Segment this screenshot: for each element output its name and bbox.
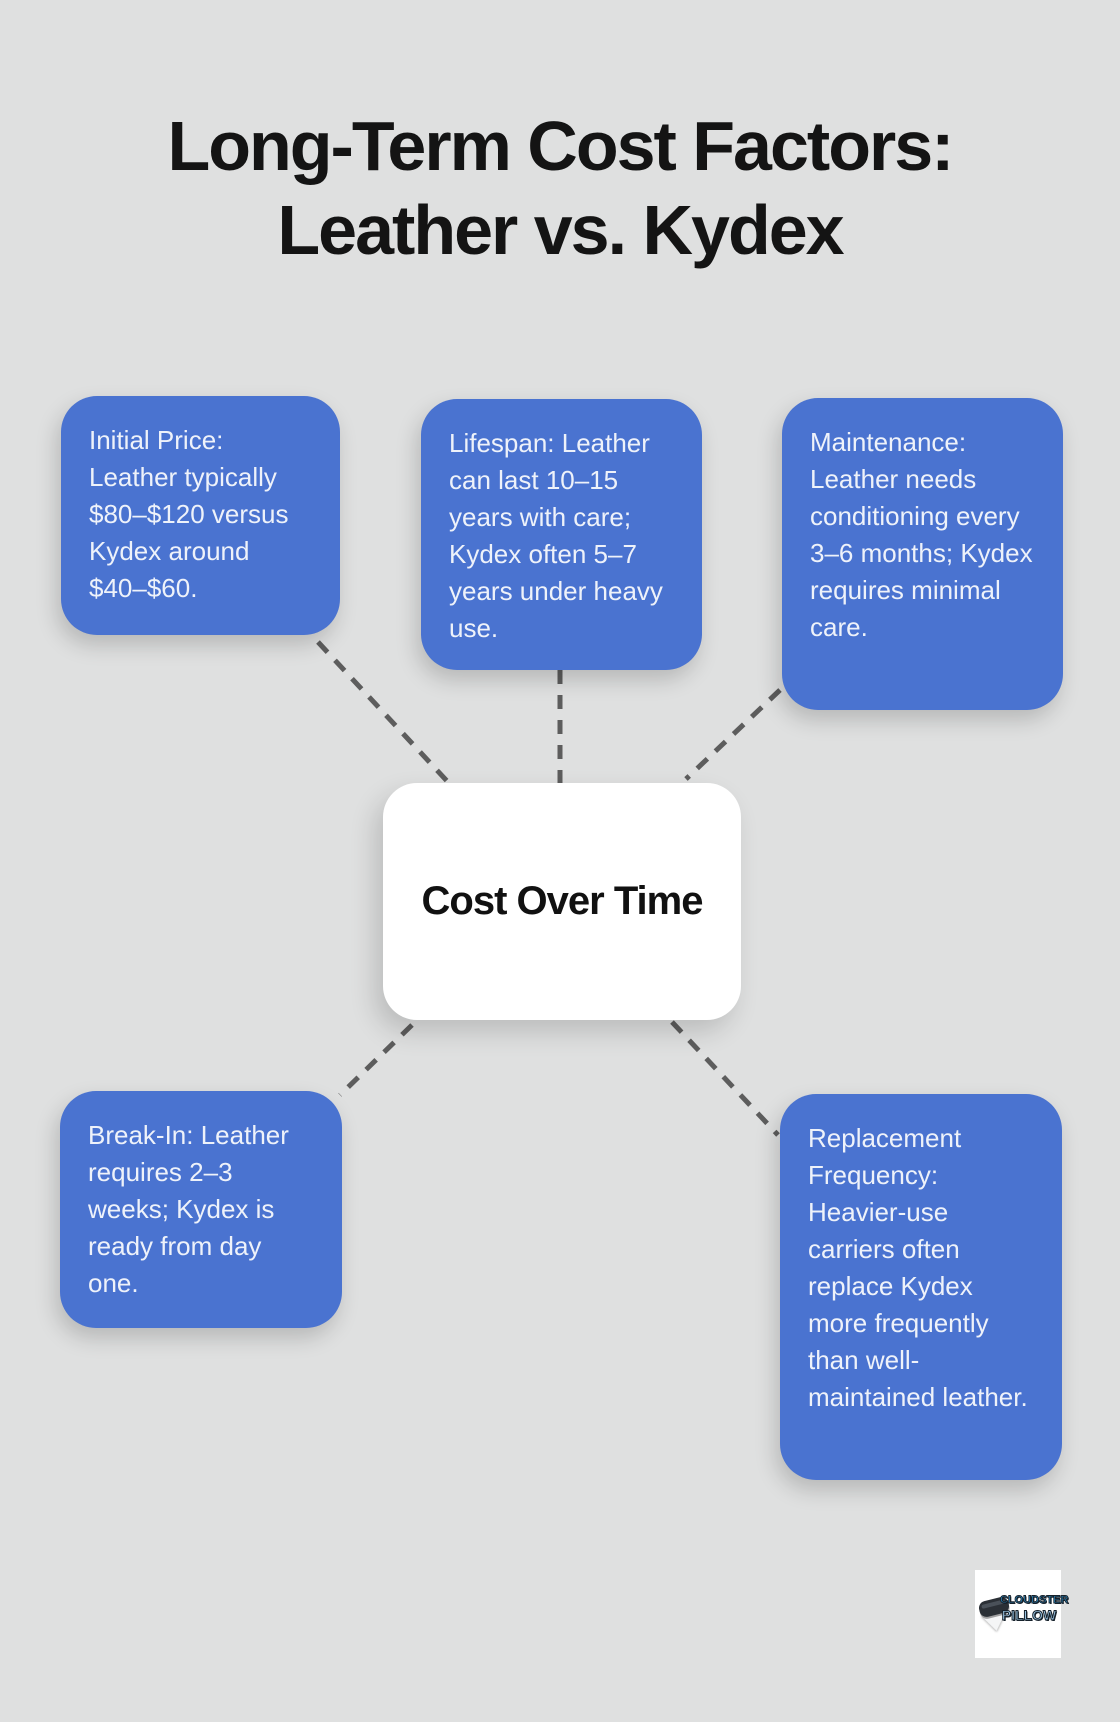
factor-card-initial-price: Initial Price: Leather typically $80–$12… <box>61 396 340 635</box>
factor-card-maintenance: Maintenance: Leather needs conditioning … <box>782 398 1063 710</box>
page-title-line2: Leather vs. Kydex <box>277 191 844 269</box>
brand-logo: CLOUDSTER PILLOW <box>975 1570 1069 1658</box>
brand-logo-inner: CLOUDSTER PILLOW <box>977 1593 1069 1635</box>
connector-maintenance <box>684 688 782 781</box>
factor-card-maintenance-text: Maintenance: Leather needs conditioning … <box>810 427 1033 642</box>
factor-card-break-in: Break-In: Leather requires 2–3 weeks; Ky… <box>60 1091 342 1328</box>
connector-break-in <box>338 1023 414 1097</box>
connector-initial-price <box>316 640 449 783</box>
connector-replacement-frequency <box>670 1020 780 1137</box>
brand-name-line1: CLOUDSTER <box>1000 1594 1069 1606</box>
center-node-label: Cost Over Time <box>421 879 704 923</box>
page-title-line1: Long-Term Cost Factors: <box>167 107 955 185</box>
brand-name-line2: PILLOW <box>1001 1607 1057 1623</box>
factor-card-lifespan: Lifespan: Leather can last 10–15 years w… <box>421 399 702 670</box>
factor-card-lifespan-text: Lifespan: Leather can last 10–15 years w… <box>449 428 663 643</box>
factor-card-replacement-frequency-text: Replacement Frequency: Heavier-use carri… <box>808 1123 1028 1412</box>
factor-card-replacement-frequency: Replacement Frequency: Heavier-use carri… <box>780 1094 1062 1480</box>
factor-card-break-in-text: Break-In: Leather requires 2–3 weeks; Ky… <box>88 1120 289 1298</box>
page-title: Long-Term Cost Factors: Leather vs. Kyde… <box>0 104 1120 272</box>
brand-logo-text: CLOUDSTER PILLOW <box>1000 1594 1069 1623</box>
center-node-cost-over-time: Cost Over Time <box>383 783 741 1020</box>
factor-card-initial-price-text: Initial Price: Leather typically $80–$12… <box>89 425 289 603</box>
